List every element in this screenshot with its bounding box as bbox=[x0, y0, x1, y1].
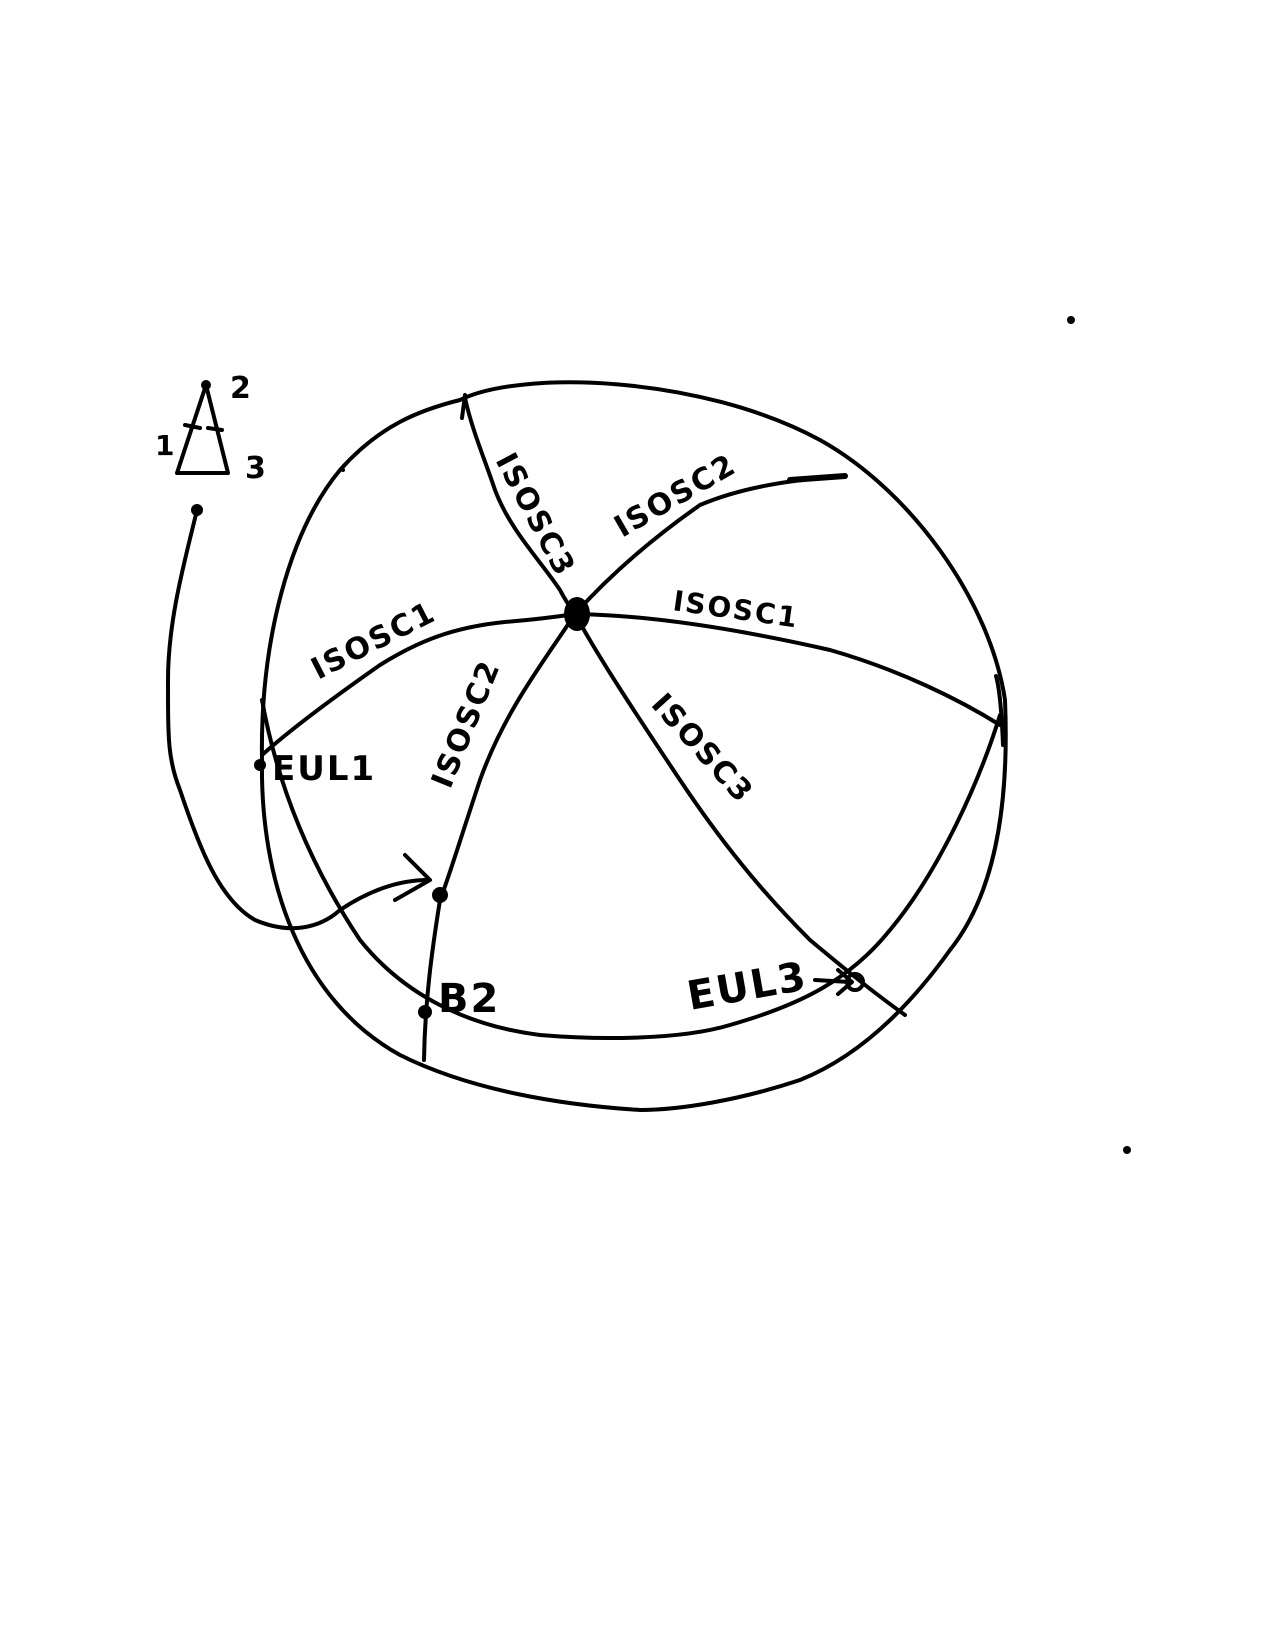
inset-triangle: 2 1 3 bbox=[155, 371, 268, 486]
node-b2 bbox=[418, 1005, 432, 1019]
mapping-arrow-head bbox=[393, 853, 432, 902]
sphere-outline bbox=[259, 380, 1008, 1112]
arc-isosc3-lower bbox=[573, 612, 907, 1017]
lower-great-circle bbox=[260, 698, 1002, 1040]
node-eul1 bbox=[254, 759, 266, 771]
arc-isosc2-lower bbox=[422, 612, 577, 1062]
stray-dot-1 bbox=[1067, 316, 1075, 324]
arc-isosc1-left bbox=[260, 612, 577, 757]
stray-dot-2 bbox=[1123, 1146, 1131, 1154]
top-tick bbox=[460, 393, 467, 420]
eul3-arrow bbox=[813, 978, 852, 984]
mapping-arrow bbox=[166, 508, 430, 931]
label-b2: B2 bbox=[438, 976, 500, 1022]
eul3-arrow-head bbox=[836, 968, 854, 996]
inset-vertex-top: 2 bbox=[230, 371, 253, 406]
stray-dot-3 bbox=[341, 468, 345, 472]
mapping-arrow-start bbox=[191, 504, 203, 516]
right-edge-mark bbox=[994, 674, 1005, 747]
arc-isosc1-right bbox=[573, 612, 1002, 727]
top-right-cap bbox=[787, 473, 848, 483]
inset-vertex-left: 1 bbox=[155, 429, 176, 462]
label-eul1: EUL1 bbox=[272, 749, 376, 789]
node-b2-upper bbox=[432, 887, 448, 903]
central-node bbox=[564, 597, 590, 631]
label-eul3: EUL3 bbox=[684, 954, 811, 1020]
label-isosc1-right: ISOSC1 bbox=[671, 584, 801, 634]
arc-isosc3-upper bbox=[463, 396, 577, 616]
label-isosc2-lower: ISOSC2 bbox=[425, 655, 508, 793]
inset-vertex-right: 3 bbox=[245, 451, 268, 486]
label-isosc3-upper: ISOSC3 bbox=[488, 447, 582, 582]
